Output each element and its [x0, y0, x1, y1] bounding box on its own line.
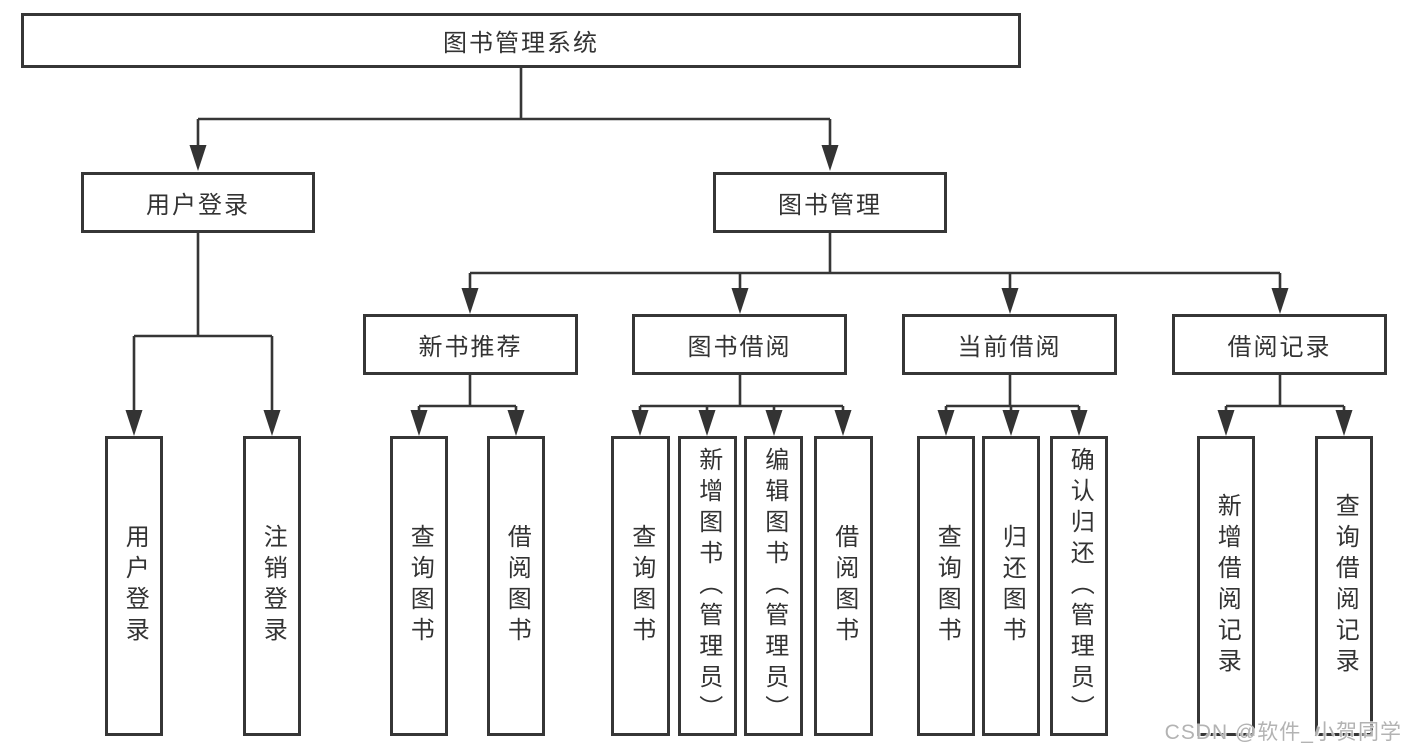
node-label: 用户登录 [146, 192, 250, 219]
leaf-return-books: 归还图书 [982, 436, 1040, 736]
node-new-book-recommend: 新书推荐 [363, 314, 578, 375]
node-label: 借阅记录 [1227, 334, 1332, 361]
leaf-label: 新增图书（管理员） [694, 446, 722, 726]
node-book-management: 图书管理 [713, 172, 947, 233]
leaf-label: 确认归还（管理员） [1066, 446, 1094, 726]
node-label: 图书管理 [778, 192, 882, 219]
node-book-borrow: 图书借阅 [632, 314, 847, 375]
leaf-label: 查询借阅记录 [1331, 493, 1359, 679]
leaf-label: 借阅图书 [503, 524, 531, 648]
leaf-label: 借阅图书 [830, 524, 858, 648]
node-label: 当前借阅 [957, 334, 1062, 361]
leaf-logout: 注销登录 [243, 436, 301, 736]
leaf-user-login: 用户登录 [105, 436, 163, 736]
leaf-label: 查询图书 [933, 524, 961, 648]
leaf-label: 用户登录 [121, 524, 149, 648]
leaf-label: 查询图书 [406, 524, 434, 648]
node-book-management-system: 图书管理系统 [21, 13, 1021, 68]
node-current-borrow: 当前借阅 [902, 314, 1117, 375]
node-user-login: 用户登录 [81, 172, 315, 233]
node-label: 图书管理系统 [443, 30, 599, 57]
leaf-confirm-return-admin: 确认归还（管理员） [1050, 436, 1108, 736]
leaf-query-borrow-record: 查询借阅记录 [1315, 436, 1373, 736]
leaf-add-borrow-record: 新增借阅记录 [1197, 436, 1255, 736]
leaf-query-books-recommend: 查询图书 [390, 436, 448, 736]
leaf-query-books-borrow: 查询图书 [611, 436, 670, 736]
leaf-label: 注销登录 [259, 524, 287, 648]
csdn-watermark: CSDN @软件_小贺同学 [1164, 721, 1402, 744]
node-label: 新书推荐 [418, 334, 523, 361]
leaf-borrow-books: 借阅图书 [814, 436, 873, 736]
leaf-label: 编辑图书（管理员） [760, 446, 788, 726]
leaf-label: 新增借阅记录 [1213, 493, 1241, 679]
leaf-borrow-books-recommend: 借阅图书 [487, 436, 545, 736]
leaf-query-books-current: 查询图书 [917, 436, 975, 736]
leaf-edit-books-admin: 编辑图书（管理员） [744, 436, 803, 736]
node-label: 图书借阅 [687, 334, 792, 361]
node-borrow-records: 借阅记录 [1172, 314, 1387, 375]
leaf-add-books-admin: 新增图书（管理员） [678, 436, 737, 736]
leaf-label: 归还图书 [998, 524, 1026, 648]
leaf-label: 查询图书 [627, 524, 655, 648]
